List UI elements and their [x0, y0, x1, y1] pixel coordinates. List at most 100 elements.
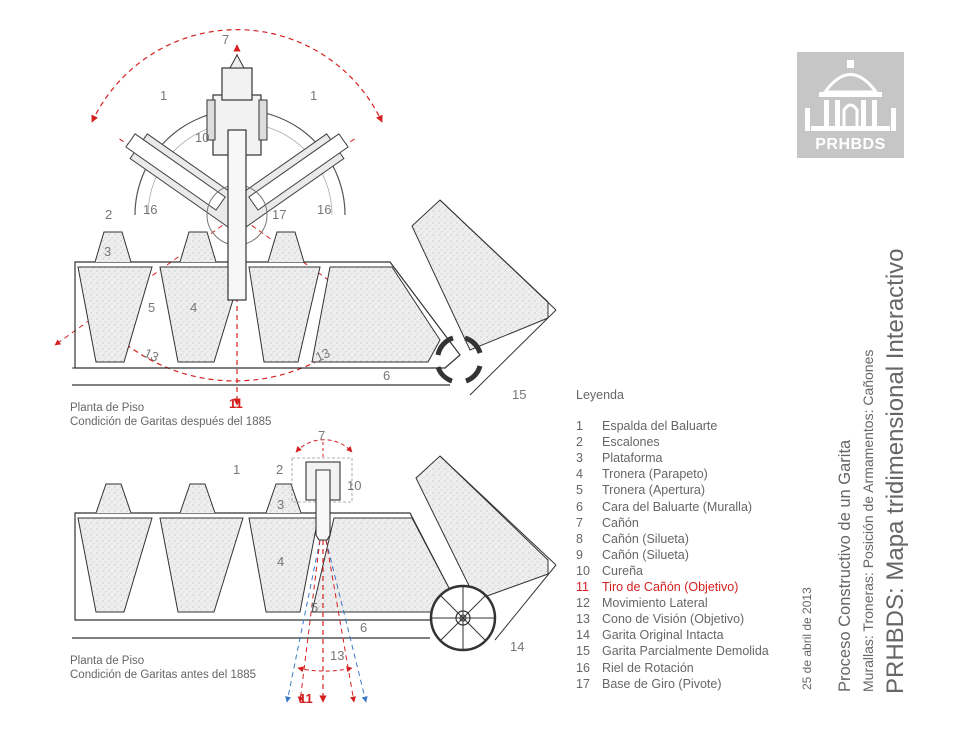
- legend-item-number: 10: [576, 563, 590, 578]
- legend-item: 12 Movimiento Lateral: [576, 595, 769, 611]
- label-11: 11: [229, 396, 243, 411]
- legend-item-text: Cara del Baluarte (Muralla): [602, 499, 753, 514]
- legend-item: 6 Cara del Baluarte (Muralla): [576, 499, 769, 515]
- legend-item: 13 Cono de Visión (Objetivo): [576, 611, 769, 627]
- label-6: 6: [383, 368, 390, 383]
- step: [179, 483, 216, 514]
- label-7: 7: [222, 32, 229, 47]
- legend-item-number: 1: [576, 419, 583, 434]
- cannon-breech: [221, 67, 253, 101]
- subtitle-process: Proceso Constructivo de un Garita: [836, 439, 854, 692]
- step: [95, 483, 132, 514]
- logo-text: PRHBDS: [815, 136, 886, 153]
- label-14: 14: [510, 639, 524, 654]
- sentry-box-demolished: [435, 335, 483, 384]
- vision-line-red: [297, 539, 321, 703]
- merlon: [248, 517, 319, 613]
- legend-item-text: Garita Original Intacta: [602, 628, 724, 643]
- bastion-edge: [439, 455, 557, 566]
- legend-item-text: Base de Giro (Pivote): [602, 676, 722, 691]
- step: [94, 231, 132, 263]
- cannon: [315, 469, 331, 541]
- legend-item-number: 16: [576, 660, 590, 675]
- label-2: 2: [105, 207, 112, 222]
- label-10: 10: [195, 130, 209, 145]
- legend-item: 8 Cañón (Silueta): [576, 531, 769, 547]
- legend-item-text: Cañón (Silueta): [602, 531, 689, 546]
- label-6: 6: [360, 620, 367, 635]
- merlon: [248, 266, 321, 363]
- step: [265, 483, 302, 514]
- legend-item-number: 9: [576, 547, 583, 562]
- label-13: 13: [142, 345, 161, 365]
- merlon: [77, 266, 153, 363]
- label-3: 3: [104, 244, 111, 259]
- date-label: 25 de abril de 2013: [800, 587, 814, 690]
- top-plan-caption-2: Condición de Garitas después del 1885: [70, 416, 271, 428]
- bastion-edge: [469, 309, 557, 396]
- top-plan: [54, 29, 557, 406]
- label-1: 1: [310, 88, 317, 103]
- legend-item: 10 Cureña: [576, 563, 769, 579]
- subtitle-walls: Murallas: Troneras: Posición de Armament…: [860, 349, 876, 692]
- bottom-plan-caption-1: Planta de Piso: [70, 655, 144, 667]
- legend-item-text: Cureña: [602, 563, 643, 578]
- carriage-silhouette: [291, 457, 353, 503]
- legend-item-number: 11: [576, 580, 589, 595]
- legend-item-number: 14: [576, 628, 590, 643]
- legend-item-number: 5: [576, 483, 583, 498]
- label-13: 13: [330, 648, 344, 663]
- legend-item: 2 Escalones: [576, 434, 769, 450]
- label-1: 1: [233, 462, 240, 477]
- legend-item-text: Escalones: [602, 435, 660, 450]
- sentry-box-intact: [429, 584, 497, 652]
- legend-item: 15 Garita Parcialmente Demolida: [576, 643, 769, 659]
- merlon: [77, 517, 153, 613]
- legend-item-number: 2: [576, 435, 583, 450]
- cannon: [227, 129, 247, 301]
- vision-line-red: [325, 539, 357, 703]
- label-5: 5: [311, 600, 318, 615]
- top-plan-caption-1: Planta de Piso: [70, 402, 144, 414]
- step: [267, 231, 305, 263]
- legend-item: 17 Base de Giro (Pivote): [576, 676, 769, 692]
- legend-item-number: 13: [576, 612, 590, 627]
- legend-title: Leyenda: [576, 388, 624, 402]
- label-16: 16: [317, 202, 331, 217]
- bastion-face: [415, 455, 549, 601]
- legend-item-text: Tronera (Parapeto): [602, 467, 708, 482]
- building-icon: [805, 60, 896, 131]
- label-15: 15: [512, 387, 526, 402]
- label-11: 11: [299, 691, 313, 706]
- prhbds-logo: PRHBDS: [797, 52, 904, 158]
- legend-item-number: 15: [576, 644, 590, 659]
- vision-line-blue: [325, 539, 368, 703]
- legend-item-number: 12: [576, 596, 590, 611]
- label-16: 16: [143, 202, 157, 217]
- legend-item-number: 8: [576, 531, 583, 546]
- label-4: 4: [277, 554, 284, 569]
- merlon: [159, 266, 244, 363]
- parapet-wall: [74, 261, 461, 369]
- label-13: 13: [313, 345, 332, 365]
- label-4: 4: [190, 300, 197, 315]
- merlon: [311, 266, 441, 363]
- legend-item-text: Movimiento Lateral: [602, 596, 708, 611]
- legend-item-number: 4: [576, 467, 583, 482]
- legend-item-text: Cono de Visión (Objetivo): [602, 612, 745, 627]
- legend-item-number: 17: [576, 676, 590, 691]
- carriage-wheel: [258, 99, 268, 141]
- label-2: 2: [276, 462, 283, 477]
- legend-item-number: 6: [576, 499, 583, 514]
- bastion-face: [411, 199, 549, 351]
- legend-item-text: Garita Parcialmente Demolida: [602, 644, 769, 659]
- label-10: 10: [347, 478, 361, 493]
- legend-item-text: Cañón: [602, 515, 639, 530]
